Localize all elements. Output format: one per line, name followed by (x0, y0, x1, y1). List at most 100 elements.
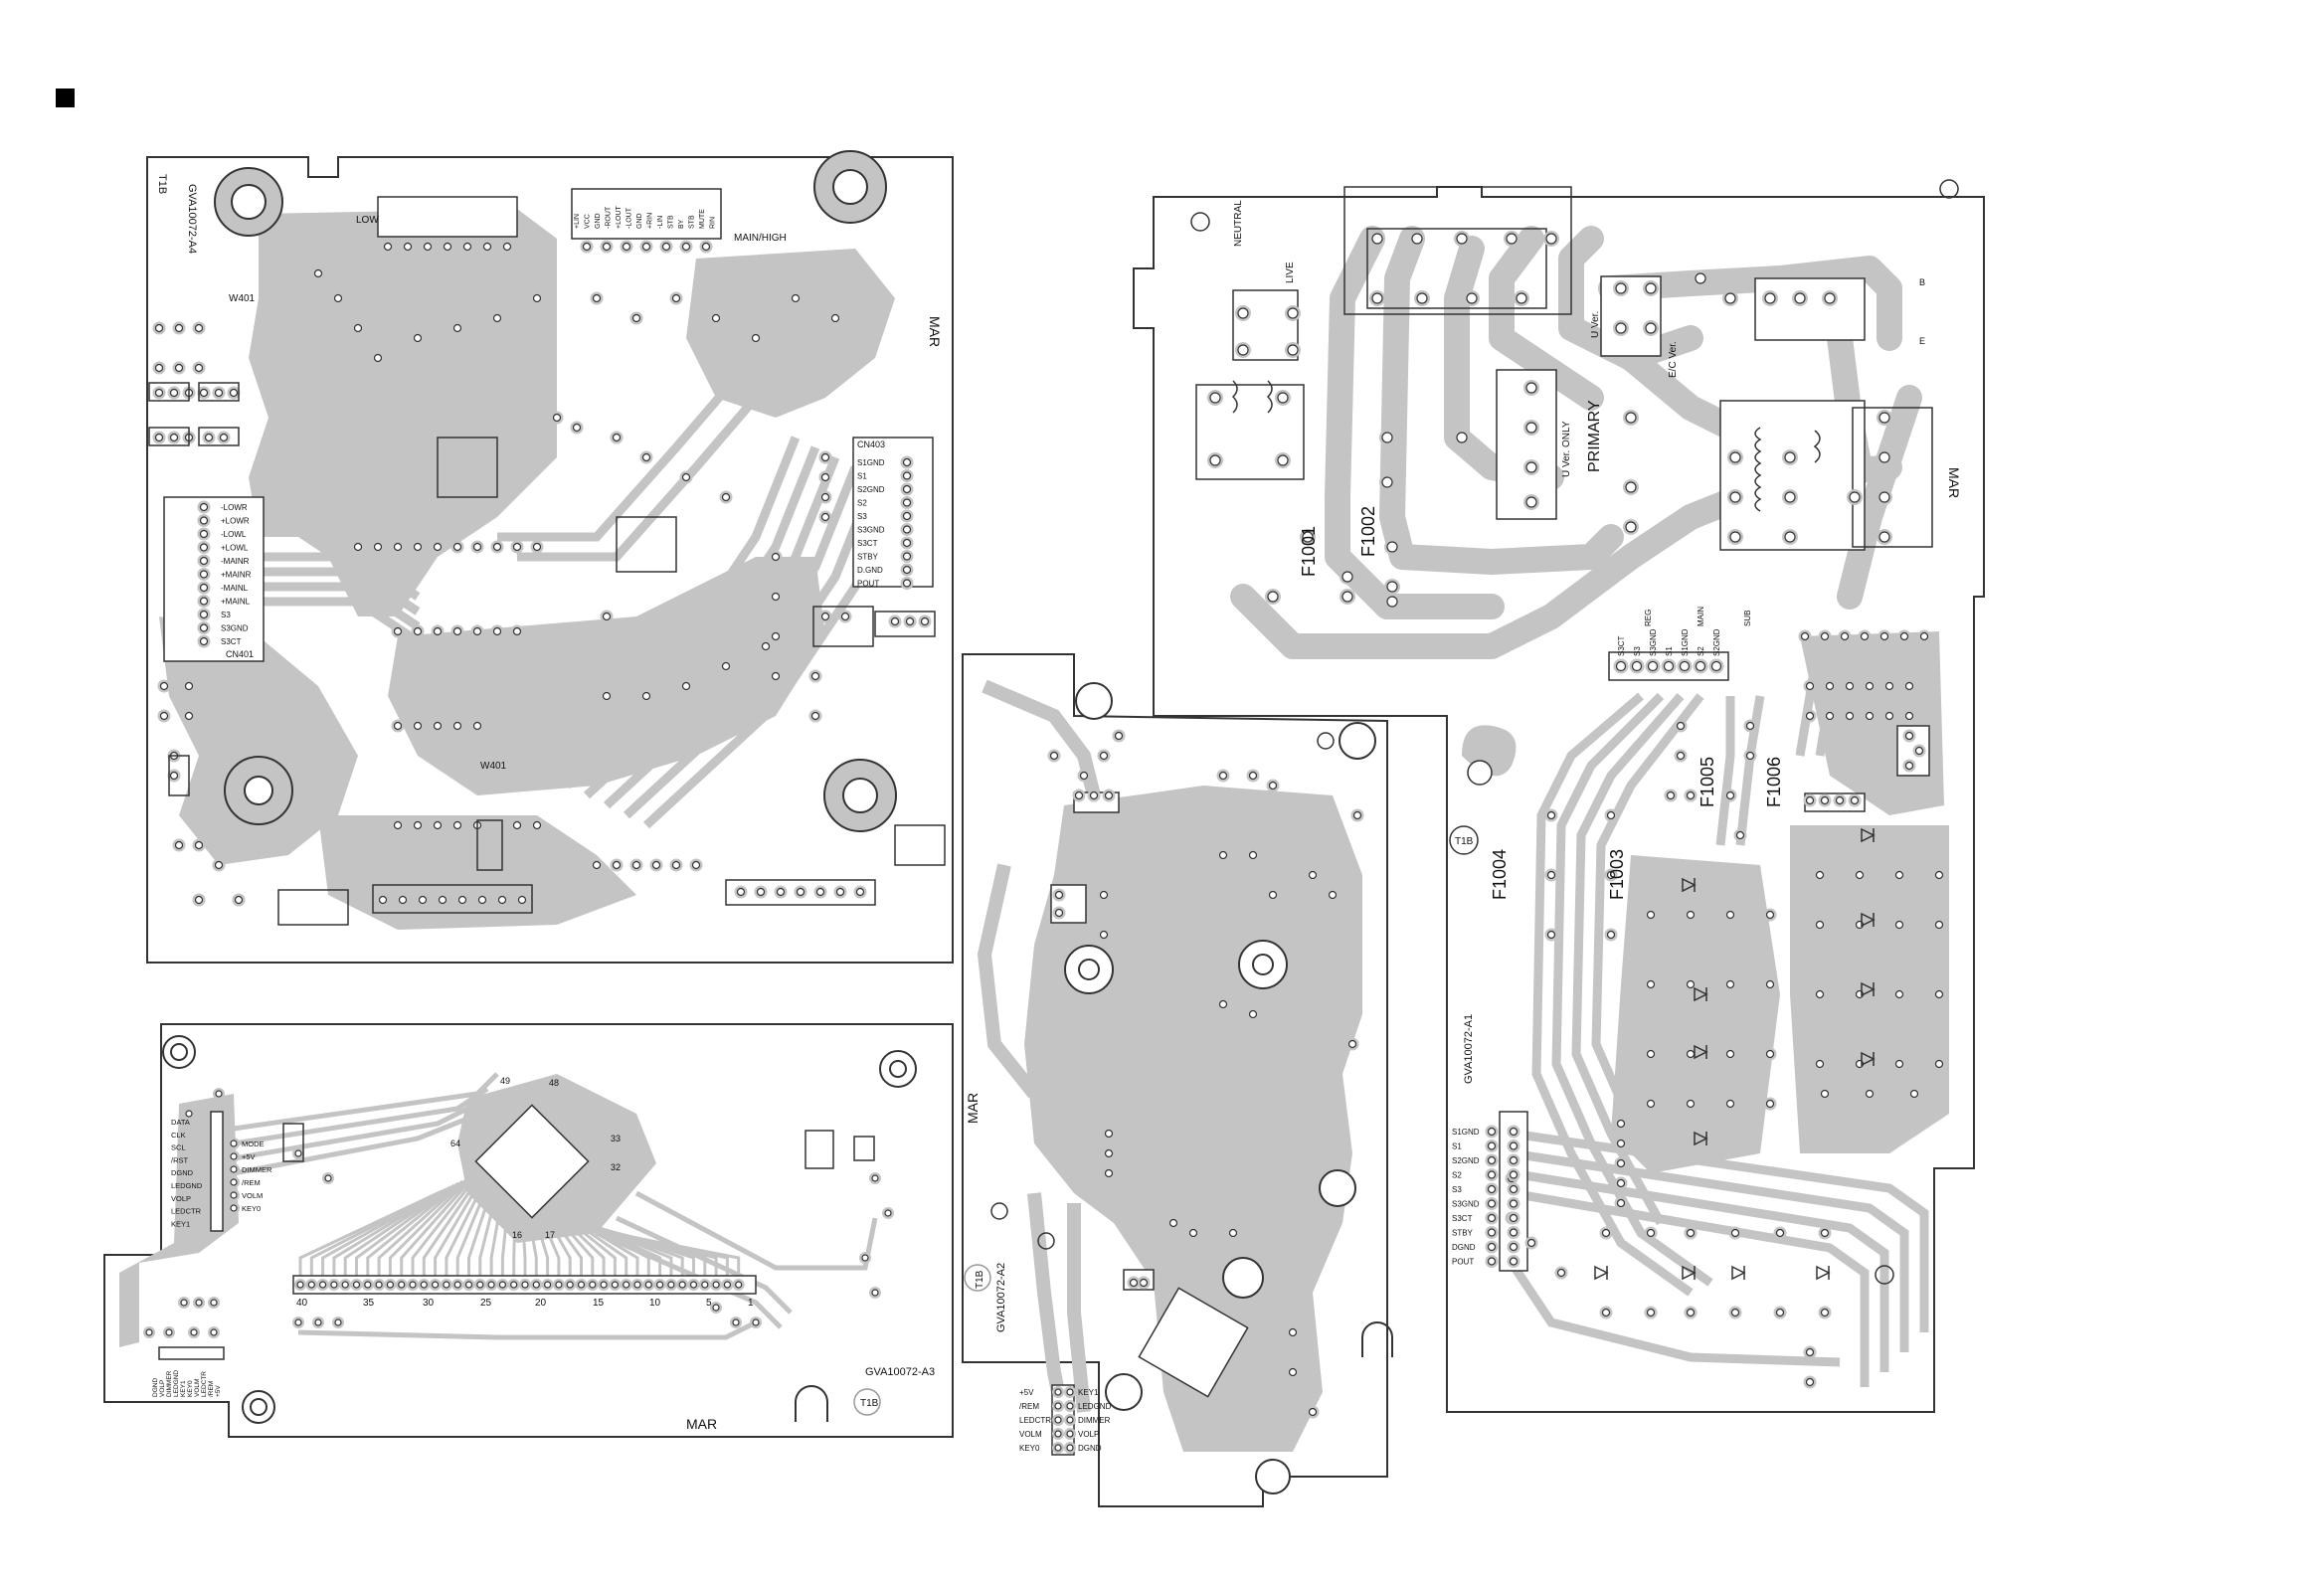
pad-hole (229, 388, 239, 398)
a3-pin-bottom-label: LEDCTR (201, 1371, 208, 1397)
a3-ic-pin49: 49 (500, 1076, 510, 1086)
pad-hole (492, 626, 502, 636)
a3-fan-trace (545, 1204, 595, 1278)
pad-hole (180, 1299, 188, 1307)
power-relay-b: B (1919, 277, 1925, 287)
pad-hole (413, 820, 423, 830)
pad-hole (1820, 1308, 1830, 1317)
pad-hole (1865, 711, 1875, 721)
pad-hole (681, 472, 691, 482)
pad-hole (1054, 890, 1064, 900)
pad-hole (691, 860, 701, 870)
pad-hole (1487, 1155, 1497, 1165)
pad-hole (1884, 681, 1894, 691)
pad-hole (174, 323, 184, 333)
pad-hole (1725, 910, 1735, 920)
pad-hole (169, 771, 179, 781)
power-sec-pin-label: S3CT (1452, 1214, 1473, 1223)
pad-hole (1884, 711, 1894, 721)
pad-hole (418, 895, 428, 905)
a4-ref-w401-top: W401 (229, 293, 256, 304)
power-coil-icons (1231, 380, 1821, 512)
a4-cn401-pin-label: S3CT (221, 637, 242, 646)
pad-hole (1054, 1388, 1062, 1396)
pad-hole (1645, 322, 1657, 334)
power-pads (1207, 231, 1946, 1389)
pad-hole (398, 1281, 406, 1289)
pad-hole (633, 1281, 641, 1289)
pad-hole (1765, 979, 1775, 989)
a4-top-pin-label: +LOUT (616, 206, 623, 229)
pad-hole (1865, 1089, 1875, 1099)
pad-hole (1860, 631, 1870, 641)
pad-hole (1386, 596, 1398, 608)
a4-bus-traces (219, 375, 900, 829)
pad-hole (1341, 571, 1353, 583)
pad-hole (890, 616, 900, 626)
pad-hole (1805, 795, 1815, 805)
pad-hole (433, 721, 443, 731)
pad-hole (1647, 660, 1659, 672)
a3-fan-trace (366, 1179, 464, 1278)
pad-hole (681, 242, 691, 252)
pad-hole (1114, 731, 1124, 741)
power-reg: REG (1644, 610, 1653, 626)
power-f1003: F1003 (1607, 849, 1627, 900)
pad-hole (1725, 979, 1735, 989)
pad-hole (1456, 233, 1468, 245)
diode-icon (1682, 877, 1697, 893)
pad-hole (1139, 1278, 1149, 1288)
pad-hole (902, 484, 912, 494)
pad-hole (1631, 660, 1643, 672)
a2-pin-right-label: DIMMER (1078, 1416, 1111, 1425)
pad-hole (1805, 681, 1815, 691)
pad-hole (393, 542, 403, 552)
pad-hole (432, 1281, 440, 1289)
pad-hole (1545, 233, 1557, 245)
pad-hole (169, 433, 179, 442)
pad-hole (1686, 979, 1696, 989)
pad-hole (330, 1281, 338, 1289)
pad-hole (1729, 451, 1741, 463)
pad-hole (1616, 1158, 1626, 1168)
a4-cn401-pin-label: +MAINL (221, 598, 251, 607)
pad-hole (1878, 491, 1890, 503)
pad-hole (169, 388, 179, 398)
a3-fan-trace (355, 1181, 459, 1278)
power-sec-pin-label: S3GND (1452, 1200, 1480, 1209)
pad-hole (1646, 910, 1656, 920)
pad-hole (1820, 1089, 1830, 1099)
a3-fan-trace (422, 1170, 485, 1278)
pad-hole (555, 1281, 563, 1289)
a3-strip-label: 15 (593, 1298, 605, 1309)
pad-hole (194, 895, 204, 905)
a3-pin-bottom-label: LEDGND (173, 1370, 180, 1397)
pad-hole (1765, 1099, 1775, 1109)
pad-hole (341, 1281, 349, 1289)
pad-hole (1509, 1127, 1519, 1137)
pad-hole (1775, 1308, 1785, 1317)
pad-hole (393, 626, 403, 636)
a3-ic-pin17: 17 (545, 1230, 555, 1240)
pad-hole (1248, 771, 1258, 781)
a3-fan-trace (377, 1177, 468, 1278)
pad-hole (194, 840, 204, 850)
pad-hole (612, 860, 622, 870)
a4-cn401-pins: -LOWR+LOWR-LOWL+LOWL-MAINR+MAINR-MAINL+M… (197, 500, 252, 648)
pad-hole (1509, 1228, 1519, 1237)
power-live: LIVE (1285, 262, 1296, 283)
a3-ic-pin32: 32 (611, 1162, 621, 1172)
pad-hole (210, 1299, 218, 1307)
a4-top-pin-label: +RIN (647, 213, 654, 229)
a3-fan-trace (527, 1196, 550, 1278)
a3-pin-left-label: CLK (171, 1131, 186, 1140)
a3-fan-trace (400, 1174, 476, 1278)
a3-strip-label: 10 (649, 1298, 661, 1309)
pad-hole (1456, 432, 1468, 443)
pad-hole (324, 1174, 332, 1182)
pad-hole (199, 388, 209, 398)
a4-top-pin-label: -ROUT (606, 206, 613, 229)
pad-hole (413, 721, 423, 731)
pad-hole (1800, 631, 1810, 641)
